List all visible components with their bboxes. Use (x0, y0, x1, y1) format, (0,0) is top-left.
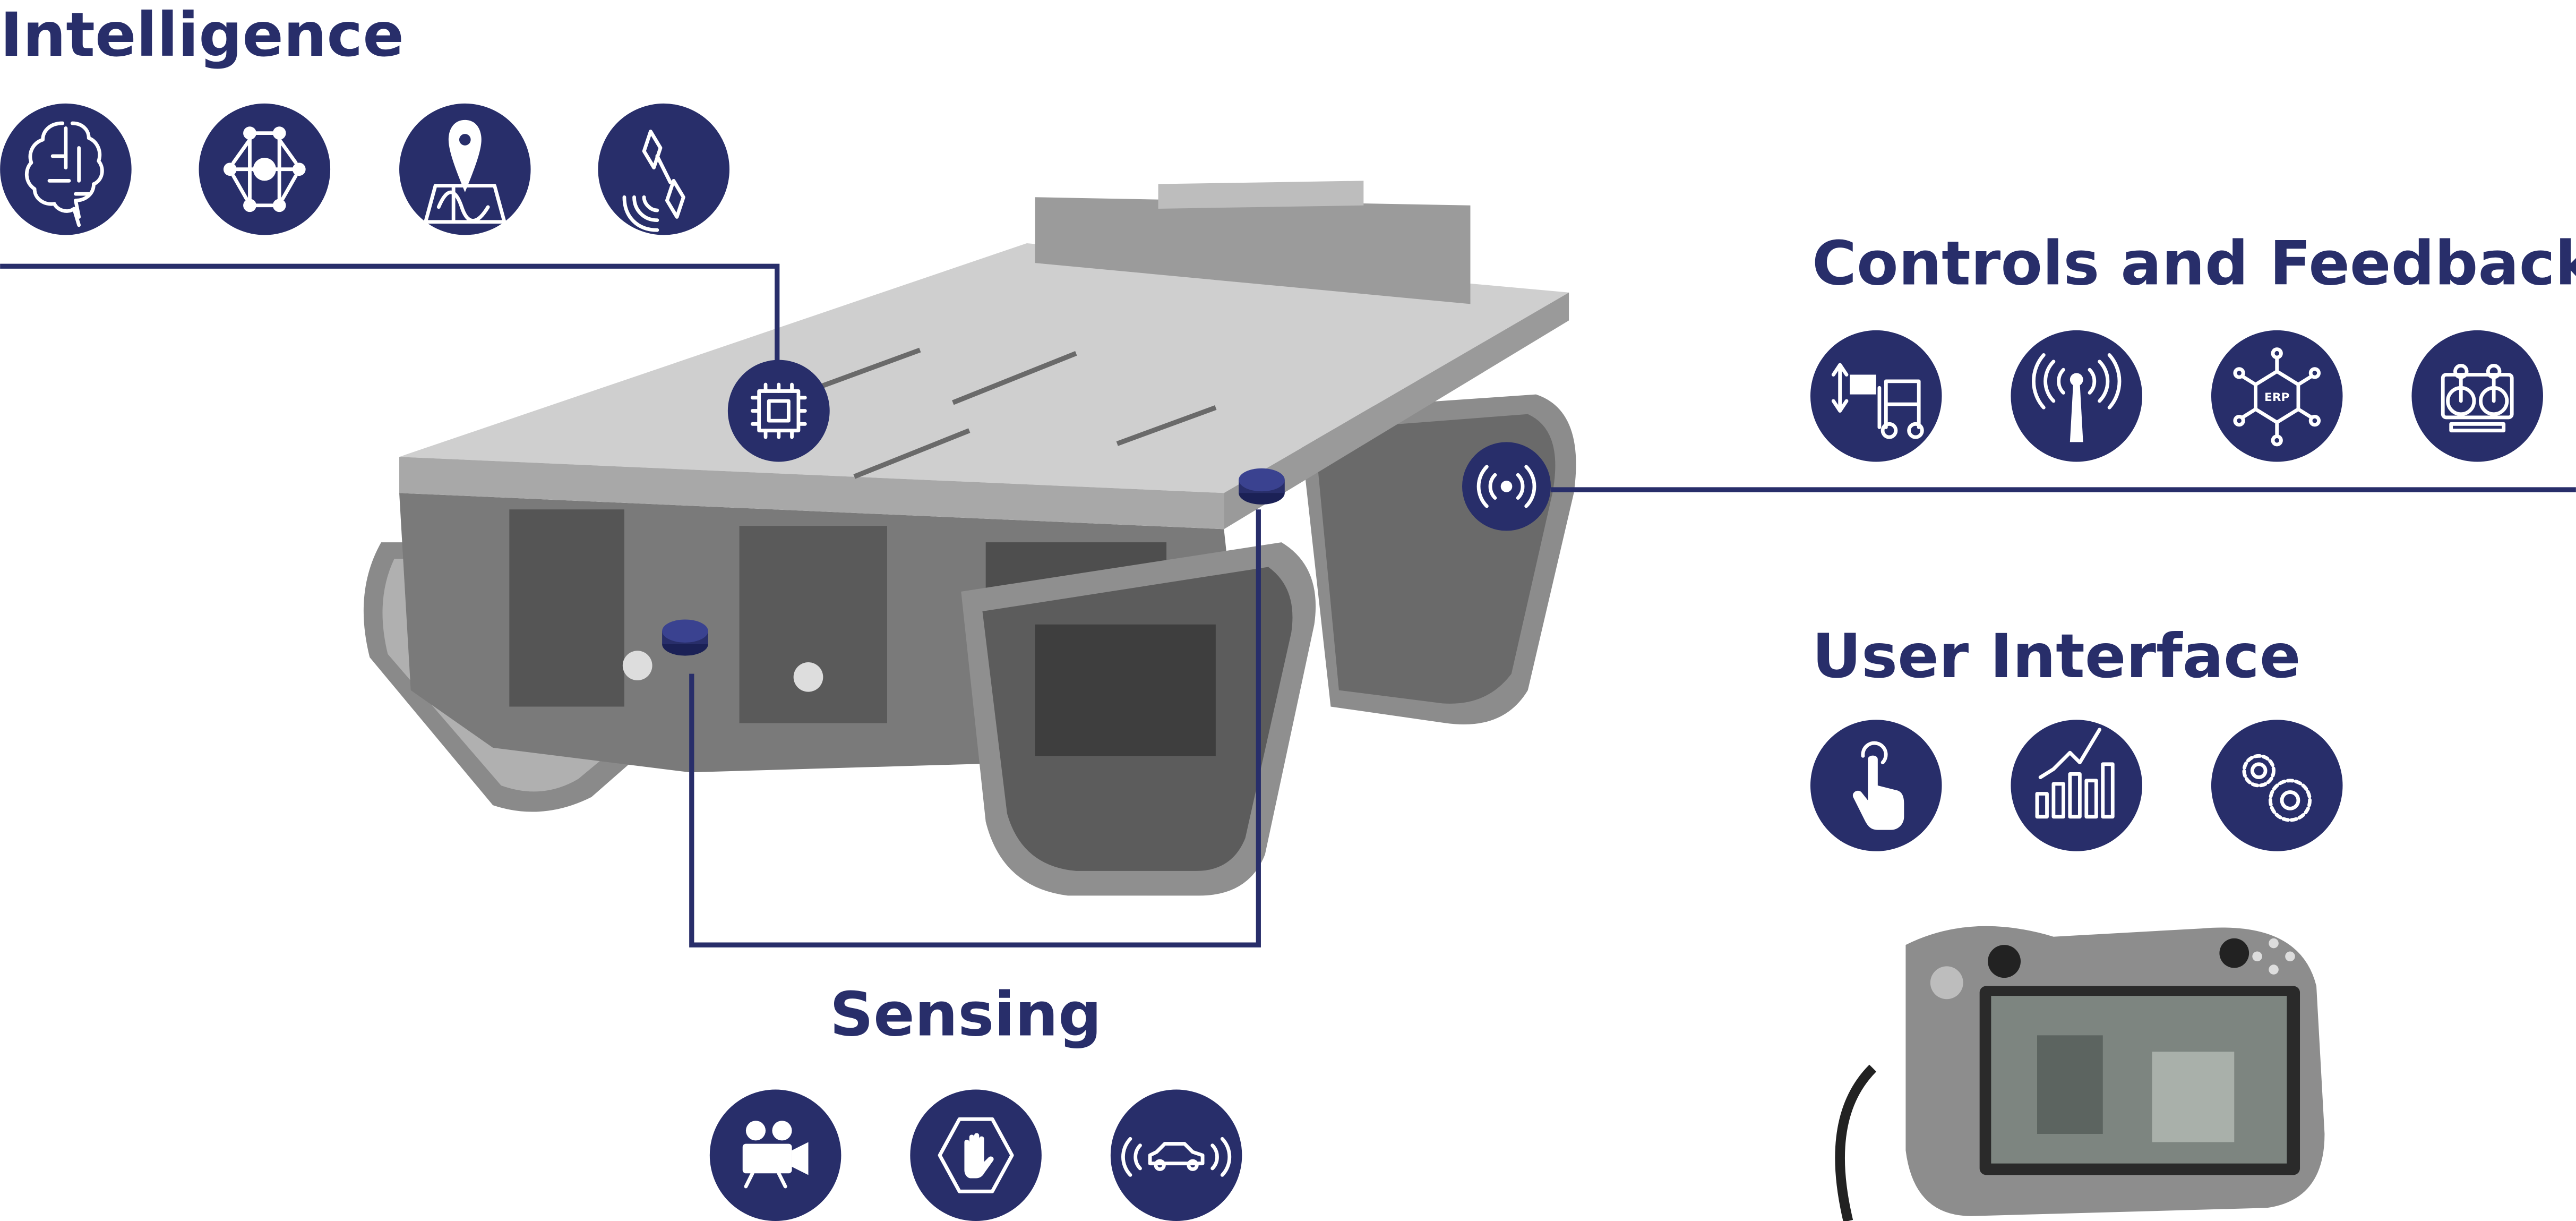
sensor-puck-icon[interactable] (1239, 468, 1285, 505)
stop-hand-icon (910, 1089, 1042, 1221)
user-interface-title: User Interface (1812, 621, 2300, 691)
touch-hand-icon (1810, 720, 1942, 851)
forklift-icon (1810, 330, 1942, 462)
intelligence-title: Intelligence (0, 0, 404, 70)
brain-circuit-icon (0, 103, 132, 235)
map-pin-icon (399, 103, 531, 235)
handheld-controller-photo (1807, 874, 2361, 1221)
tracked-robot-illustration (363, 181, 1576, 896)
sensor-puck-icon[interactable] (662, 619, 708, 656)
gears-icon (2211, 720, 2343, 851)
joystick-console-icon (2411, 330, 2543, 462)
erp-label: ERP (2264, 391, 2289, 404)
controls-title: Controls and Feedback (1812, 228, 2576, 298)
radio-antenna-icon (2011, 330, 2142, 462)
processor-chip-icon[interactable] (727, 360, 830, 462)
video-camera-icon (709, 1089, 842, 1221)
wireless-signal-icon[interactable] (1462, 442, 1551, 531)
car-proximity-icon (1110, 1089, 1242, 1221)
satellite-icon (598, 103, 729, 235)
sensing-title: Sensing (830, 979, 1102, 1049)
sensing-connector-line (689, 509, 1261, 947)
erp-network-icon: ERP (2211, 330, 2343, 462)
growth-chart-icon (2011, 720, 2142, 851)
neural-network-icon (199, 103, 331, 235)
intelligence-connector-line (0, 263, 780, 365)
